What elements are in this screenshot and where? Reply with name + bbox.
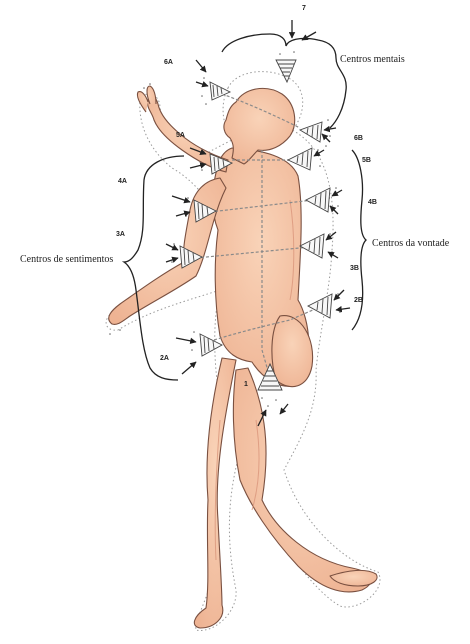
- chakra-4b-vortex: [306, 188, 330, 212]
- chakra-label: 3A: [116, 231, 125, 238]
- chakra-label: 6A: [164, 59, 173, 66]
- chakra-label: 4A: [118, 178, 127, 185]
- right-leg: [194, 358, 236, 628]
- label-feeling-centers: Centros de sentimentos: [20, 254, 113, 265]
- chakra-label: 2B: [354, 297, 363, 304]
- chakra-label: 5A: [176, 132, 185, 139]
- chakra-6b-vortex: [300, 122, 322, 142]
- label-mental-centers: Centros mentais: [340, 54, 405, 65]
- chakra-2a-vortex: [200, 334, 222, 356]
- chakra-7-vortex: [276, 60, 296, 82]
- chakra-6a-vortex: [210, 82, 230, 100]
- chakra-label: 6B: [354, 135, 363, 142]
- chakra-label: 2A: [160, 355, 169, 362]
- chakra-label: 3B: [350, 265, 359, 272]
- chakra-2b-vortex: [308, 294, 332, 318]
- chakra-label: 7: [302, 5, 306, 12]
- label-will-centers: Centros da vontade: [372, 238, 450, 249]
- human-figure: [109, 86, 377, 628]
- extended-arm: [109, 178, 226, 324]
- chakra-3b-vortex: [300, 234, 324, 258]
- chakra-label: 4B: [368, 199, 377, 206]
- chakra-label: 1: [244, 381, 248, 388]
- chakra-label: 5B: [362, 157, 371, 164]
